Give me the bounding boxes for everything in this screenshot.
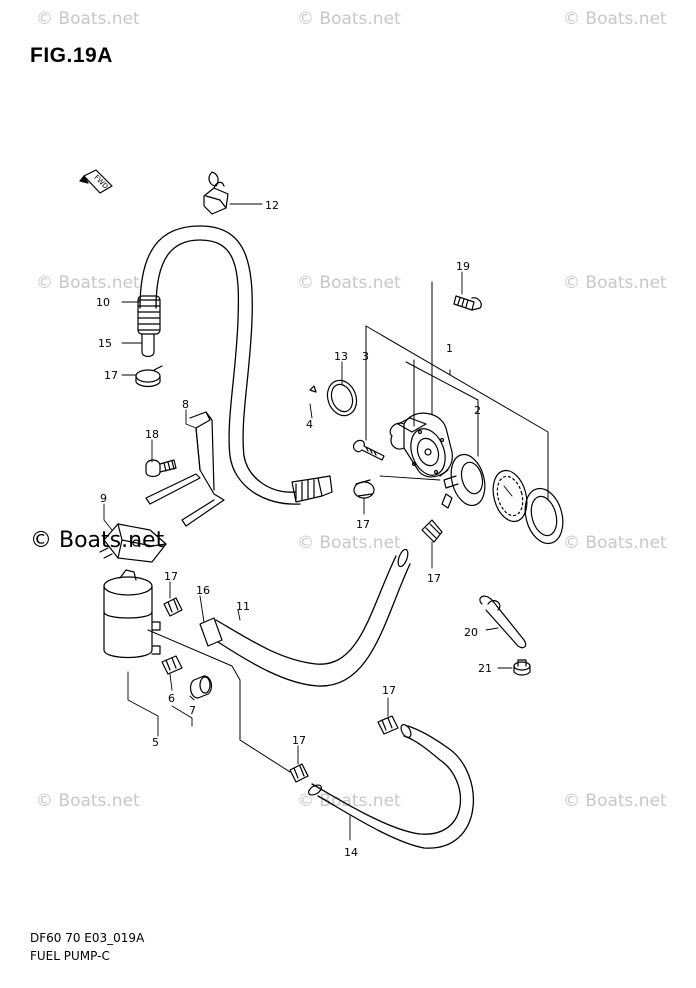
pump-cover-2 [439,453,528,523]
watermark: © Boats.net [36,273,140,293]
clip-12 [203,171,229,215]
o-ring-13 [326,379,358,417]
fwd-arrow-icon [79,169,113,194]
hose-11 [199,548,411,687]
watermark: © Boats.net [563,9,667,29]
callout-17: 17 [427,572,441,585]
bolt-3 [353,439,385,461]
callout-18: 18 [145,428,159,441]
callout-14: 14 [344,846,358,859]
bolt-18 [145,459,177,478]
figure-title: FIG.19A [30,44,113,67]
figure-name: FUEL PUMP-C [30,949,110,963]
callout-10: 10 [96,296,110,309]
callout-4: 4 [306,418,313,431]
watermark: © Boats.net [297,273,401,293]
callout-19: 19 [456,260,470,273]
callout-5: 5 [152,736,159,749]
clip-20 [479,595,527,649]
callout-16: 16 [196,584,210,597]
hose-10 [137,225,333,505]
gasket [524,487,564,545]
watermark: © Boats.net [563,273,667,293]
figure-code: DF60 70 E03_019A [30,931,145,945]
assembly-lines [365,281,549,501]
bracket-8 [145,411,225,527]
callouts: 12 10 15 17 8 18 9 19 13 3 1 2 4 17 17 1… [96,199,492,859]
clamp-17 [135,365,163,388]
callout-13: 13 [334,350,348,363]
fuel-filter-5 [103,569,161,659]
watermarks: © Boats.net © Boats.net © Boats.net © Bo… [36,9,667,811]
callout-9: 9 [100,492,107,505]
callout-17: 17 [382,684,396,697]
watermark: © Boats.net [563,533,667,553]
watermark: © Boats.net [36,791,140,811]
watermark: © Boats.net [297,533,401,553]
callout-6: 6 [168,692,175,705]
callout-11: 11 [236,600,250,613]
callout-17: 17 [292,734,306,747]
callout-2: 2 [474,404,481,417]
callout-21: 21 [478,662,492,675]
callout-20: 20 [464,626,478,639]
pin-4 [309,385,317,393]
fuel-pump-1 [389,412,453,478]
fuel-line-path [147,629,291,773]
callout-17: 17 [104,369,118,382]
leader-lines [103,203,513,841]
callout-8: 8 [182,398,189,411]
screw-21 [513,659,531,676]
clamp-17 [421,519,443,543]
bolt-19 [453,295,482,311]
hose-14 [308,724,475,849]
callout-7: 7 [189,704,196,717]
clamp-17 [377,715,399,735]
clamp-17 [163,597,183,617]
clamp-17 [353,479,375,499]
clamp-17 [289,763,309,783]
watermark: © Boats.net [297,9,401,29]
watermark-large: © Boats.net [30,528,165,553]
cap-7 [189,675,213,699]
callout-15: 15 [98,337,112,350]
callout-17: 17 [356,518,370,531]
callout-17: 17 [164,570,178,583]
callout-12: 12 [265,199,279,212]
callout-3: 3 [362,350,369,363]
clamp-17 [161,655,183,675]
cap-9 [99,523,167,563]
watermark: © Boats.net [297,791,401,811]
callout-1: 1 [446,342,453,355]
watermark: © Boats.net [563,791,667,811]
watermark: © Boats.net [36,9,140,29]
